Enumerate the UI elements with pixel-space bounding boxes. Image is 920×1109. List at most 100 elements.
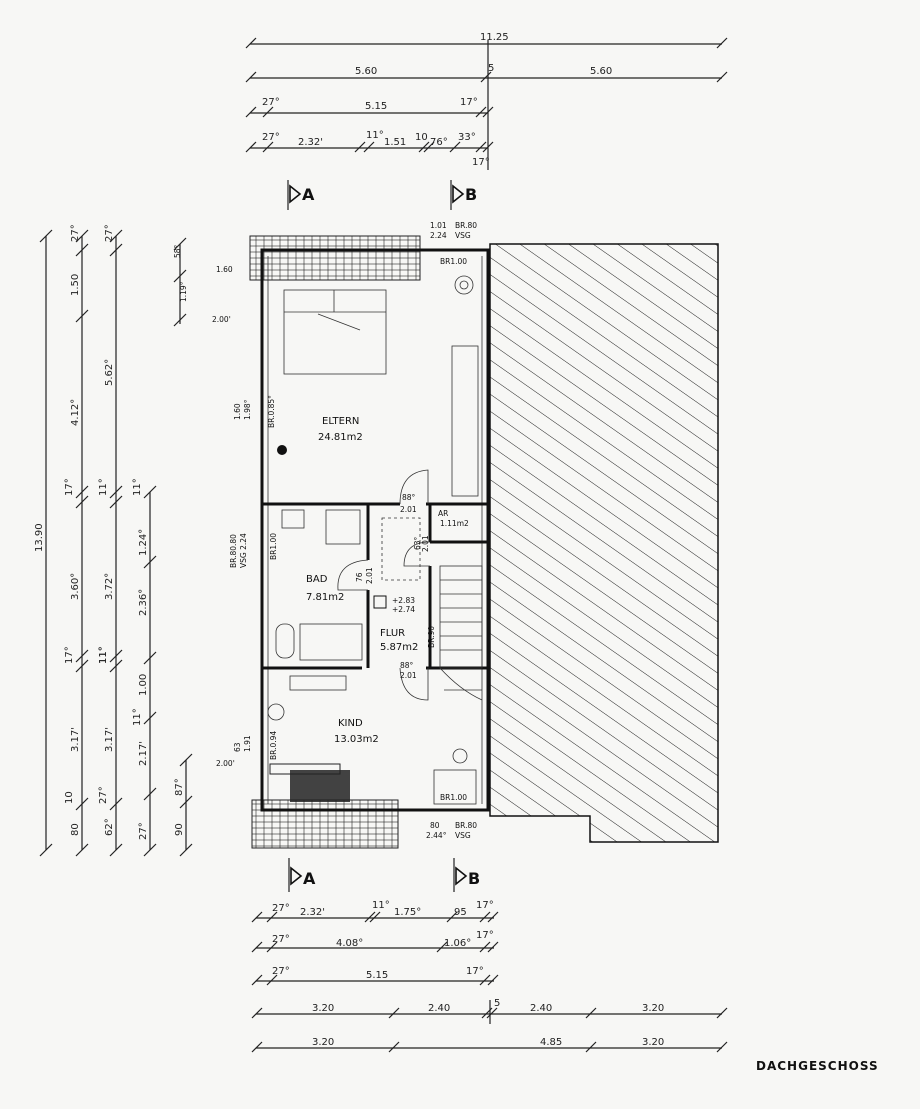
dimension-label: 3.20 [312, 1037, 334, 1048]
dimension-label: 27° [272, 966, 290, 977]
dimension-label: 2.01 [365, 567, 374, 584]
dimension-label: 27° [262, 97, 280, 108]
dimension-label: 2.00' [212, 315, 231, 324]
room-kind-area: 13.03m2 [334, 734, 379, 745]
dimension-label: 17° [460, 97, 478, 108]
dimension-label: 2.40 [530, 1003, 552, 1014]
room-eltern-name: ELTERN [322, 416, 359, 427]
dimension-label: 2.01 [400, 505, 417, 514]
dimension-label: 33° [458, 132, 476, 143]
room-flur-name: FLUR [380, 628, 405, 639]
dimension-label: 11° [98, 646, 109, 664]
dimension-label: 4.08° [336, 938, 363, 949]
dimension-label: 5 [488, 63, 494, 74]
dimension-label: 2.44° [426, 831, 447, 840]
dimension-label: 3.20 [642, 1003, 664, 1014]
dimension-label: 17° [476, 900, 494, 911]
dimension-label: 62° [104, 818, 115, 836]
dimension-label: 1.01 [430, 221, 447, 230]
dimension-label: 11° [132, 478, 143, 496]
dimension-label: BR1.00 [440, 257, 467, 266]
dimension-label: BR.80 [455, 221, 477, 230]
dimension-label: 1.24° [138, 529, 149, 556]
dimension-label: 5.15 [365, 101, 387, 112]
dimension-label: 27° [272, 934, 290, 945]
dimension-label: 58° [173, 244, 182, 258]
dimension-label: 27° [104, 224, 115, 242]
dimension-label: VSG [455, 831, 471, 840]
dimension-label: 10 [415, 132, 428, 143]
dimension-label: 76° [430, 137, 448, 148]
dimension-label: 2.01 [400, 671, 417, 680]
dimension-label: 90 [174, 823, 185, 836]
dimension-label: BR1.00 [269, 533, 278, 560]
dimension-label: 17° [466, 966, 484, 977]
building [249, 235, 719, 849]
room-kind-name: KIND [338, 718, 363, 729]
dimension-label: 27° [70, 224, 81, 242]
dimension-label: 17° [472, 157, 490, 168]
dimension-label: 1.60 [216, 265, 233, 274]
dimension-label: 95 [454, 907, 467, 918]
dimension-label: 17° [64, 646, 75, 664]
dimension-label: 27° [272, 903, 290, 914]
dimension-label: 80 [70, 823, 81, 836]
dimension-label: 1.98° [243, 399, 252, 420]
section-b-top: B [465, 185, 477, 204]
dimension-label: 10 [64, 791, 75, 804]
dimension-label: BR.0.94 [269, 731, 278, 760]
section-markers: A B A B [287, 180, 480, 892]
left-dimensions: 13.90 27° 1.50 4.12° 17° 3.60° 17° 3.17'… [34, 224, 193, 857]
dimension-label: 1.75° [394, 907, 421, 918]
dimension-label: 88° [402, 493, 416, 502]
dimension-label: 17° [64, 478, 75, 496]
dimension-label: 1.19° [179, 281, 188, 302]
dimension-label: 11° [372, 900, 390, 911]
room-bad-name: BAD [306, 574, 328, 585]
section-a-top: A [302, 185, 315, 204]
dimension-label: 2.17' [138, 741, 149, 766]
dimension-label: 5.15 [366, 970, 388, 981]
dimension-label: 2.32' [300, 907, 325, 918]
dimension-label: 2.01 [421, 535, 430, 552]
dimension-label: 63° [413, 536, 422, 550]
dimension-label: BR.80.80 [229, 534, 238, 568]
bottom-dimensions: 27° 2.32' 11° 1.75° 95 17° 27° 4.08° 1.0… [251, 900, 728, 1053]
room-ar-area: 1.11m2 [440, 519, 469, 528]
dimension-label: 3.60° [70, 573, 81, 600]
dimension-label: 1.91 [243, 735, 252, 752]
room-bad-area: 7.81m2 [306, 592, 344, 603]
dimension-label: 87° [174, 778, 185, 796]
dimension-label: 11.25 [480, 32, 509, 43]
dimension-label: 1.06° [444, 938, 471, 949]
room-eltern-area: 24.81m2 [318, 432, 363, 443]
dimension-label: +2.74 [392, 605, 415, 614]
dimension-label: 63 [233, 742, 242, 752]
section-b-bottom: B [468, 869, 480, 888]
room-labels: ELTERN 24.81m2 BAD 7.81m2 FLUR 5.87m2 KI… [306, 416, 469, 745]
dimension-label: 11° [98, 646, 109, 664]
dimension-label: 5.60 [590, 66, 612, 77]
opening-annotations: 1.01 2.24 BR.80 VSG BR1.00 58° 1.60 1.19… [173, 221, 477, 840]
dimension-label: VSG [455, 231, 471, 240]
dimension-label: BR.90 [427, 626, 436, 648]
dimension-label: 2.32' [298, 137, 323, 148]
dimension-label: 3.20 [312, 1003, 334, 1014]
dimension-label: 4.12° [70, 399, 81, 426]
dimension-label: 27° [98, 786, 109, 804]
dimension-label: 2.36° [138, 589, 149, 616]
dimension-label: 11° [366, 130, 384, 141]
plan-title: DACHGESCHOSS [756, 1059, 879, 1073]
dimension-label: 27° [138, 822, 149, 840]
dimension-label: 1.60 [233, 403, 242, 420]
dimension-label: 3.20 [642, 1037, 664, 1048]
dimension-label: 5 [494, 998, 500, 1009]
dimension-label: 5.62° [104, 359, 115, 386]
dimension-label: 4.85 [540, 1037, 562, 1048]
dimension-label: 13.90 [34, 523, 45, 552]
dimension-label: 1.00 [138, 674, 149, 696]
dimension-label: VSG 2.24 [239, 533, 248, 568]
dimension-label: 76 [355, 572, 364, 582]
dimension-label: 5.60 [355, 66, 377, 77]
